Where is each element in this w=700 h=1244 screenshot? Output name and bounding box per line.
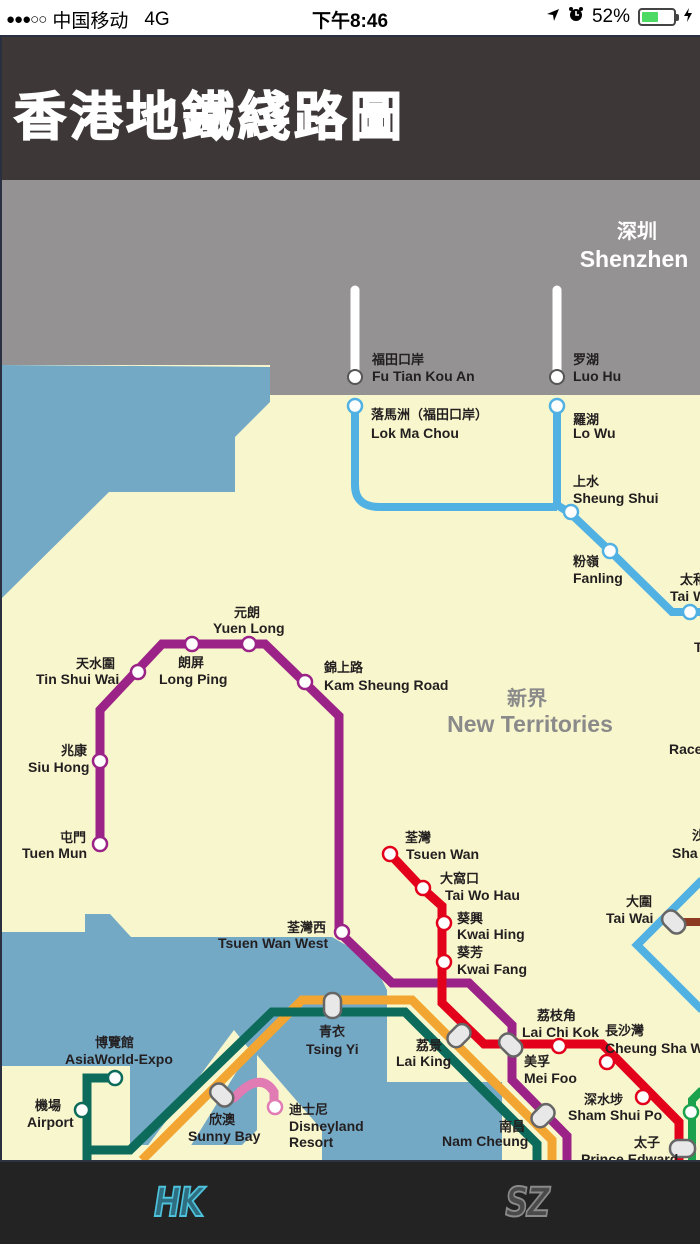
station-label: 錦上路 — [324, 660, 364, 676]
station-label: Disneyland — [289, 1118, 364, 1134]
region-label-nt-en: New Territories — [447, 711, 613, 737]
station-label: Yuen Long — [213, 620, 285, 636]
tab-sz[interactable]: SZ — [505, 1179, 551, 1227]
station-label: 葵興 — [457, 911, 483, 927]
station-label: 罗湖 — [573, 353, 599, 368]
station-label: Siu Hong — [28, 759, 89, 775]
tab-hk[interactable]: HK — [153, 1179, 205, 1227]
station-label: Lai King — [396, 1053, 451, 1069]
station-label: 美孚 — [524, 1054, 550, 1070]
station-label: 荃灣 — [405, 830, 431, 846]
station-label: T — [694, 639, 700, 655]
region-label-nt-cn: 新界 — [507, 686, 547, 710]
station-label: Long Ping — [159, 671, 227, 687]
shenzhen-area — [2, 180, 700, 395]
map-canvas[interactable]: 深圳 Shenzhen 新界 New Territories 福田口岸 Fu T… — [2, 180, 700, 1160]
tab-bar: HK SZ — [0, 1160, 700, 1244]
station-label: Tai Wo Hau — [445, 887, 520, 903]
station-label: 迪士尼 — [289, 1102, 328, 1118]
station-label: 荔景 — [415, 1038, 442, 1054]
battery-percent: 52% — [591, 6, 630, 27]
station-label: 大窩口 — [440, 871, 479, 887]
station-label: 南昌 — [499, 1119, 525, 1135]
station-label: Sunny Bay — [188, 1128, 261, 1144]
station-label: Lo Wu — [573, 425, 616, 441]
station-label: 深水埗 — [584, 1092, 623, 1108]
station-label: Sham Shui Po — [568, 1107, 662, 1123]
location-arrow-icon — [546, 6, 560, 28]
status-bar: ●●●○○ 中国移动 4G 下午8:46 52% — [0, 0, 700, 35]
station-label: Tai Wo — [670, 588, 700, 604]
page-title: 香港地鐵綫路圖 — [13, 87, 407, 149]
mtr-map[interactable]: 深圳 Shenzhen 新界 New Territories 福田口岸 Fu T… — [0, 180, 700, 1160]
station-label: Airport — [27, 1114, 74, 1130]
station-label: 欣澳 — [209, 1112, 236, 1128]
network-type: 4G — [144, 8, 170, 30]
station-label: Resort — [289, 1134, 334, 1150]
station-label: 荔枝角 — [536, 1008, 576, 1024]
deep-bay-water — [2, 365, 270, 598]
station-label: 博覽館 — [95, 1035, 134, 1051]
station-label: Tsing Yi — [306, 1041, 359, 1057]
station-label: 落馬洲（福田口岸） — [371, 407, 488, 423]
station-label: Tin Shui Wai — [36, 671, 119, 687]
charging-icon — [684, 6, 692, 28]
station-label: 粉嶺 — [573, 554, 599, 570]
station-label: 葵芳 — [457, 945, 483, 961]
signal-strength-icon: ●●●○○ — [6, 11, 47, 28]
station-label: 太子 — [633, 1135, 660, 1151]
alarm-clock-icon — [568, 6, 584, 28]
station-label: 兆康 — [61, 743, 88, 759]
station-label: AsiaWorld-Expo — [65, 1051, 173, 1067]
west-rail-line — [95, 639, 572, 1160]
station-label: Sheung Shui — [573, 490, 659, 506]
region-label-shenzhen-cn: 深圳 — [617, 219, 657, 243]
station-label: Fanling — [573, 570, 623, 586]
station-label: 青衣 — [319, 1024, 345, 1040]
station-label: 羅湖 — [573, 413, 599, 428]
battery-icon — [638, 8, 679, 26]
station-label: Tsuen Wan West — [218, 935, 329, 951]
station-label: 沙 — [692, 829, 700, 844]
station-label: Sha — [672, 845, 698, 861]
station-label: 長沙灣 — [605, 1023, 644, 1039]
station-label: Tsuen Wan — [406, 846, 479, 862]
station-label: 屯門 — [60, 830, 86, 846]
airport-express-line — [138, 995, 557, 1160]
disneyland-line — [229, 1078, 279, 1113]
lantau-land — [2, 1066, 130, 1160]
station-label: 荃灣西 — [287, 920, 326, 936]
station-label: Cheung Sha W — [605, 1040, 700, 1056]
east-rail-line — [351, 406, 700, 616]
app-header: 香港地鐵綫路圖 — [0, 35, 700, 180]
station-fu-tian — [347, 369, 363, 385]
station-label: 上水 — [573, 474, 600, 490]
station-label: Race — [669, 741, 700, 757]
station-luo-hu — [549, 369, 565, 385]
station-label: 元朗 — [234, 605, 260, 621]
station-label: Fu Tian Kou An — [372, 368, 475, 384]
station-label: 太和 — [679, 572, 700, 588]
station-label: 朗屏 — [178, 655, 204, 671]
station-label: Tuen Mun — [22, 845, 87, 861]
station-label: Mei Foo — [524, 1070, 577, 1086]
station-label: 機場 — [35, 1098, 61, 1114]
station-label: Kwai Hing — [457, 926, 525, 942]
station-label: Kam Sheung Road — [324, 677, 448, 693]
clock: 下午8:46 — [311, 11, 389, 32]
station-label: Tai Wai — [606, 910, 653, 926]
station-label: Prince Edward — [581, 1151, 678, 1160]
station-label: Lai Chi Kok — [522, 1024, 599, 1040]
carrier-name: 中国移动 — [52, 11, 129, 32]
station-label: Luo Hu — [573, 368, 621, 384]
station-label: 天水圍 — [76, 656, 115, 672]
station-label: Nam Cheung — [442, 1133, 528, 1149]
region-label-shenzhen-en: Shenzhen — [580, 246, 689, 272]
station-label: Kwai Fang — [457, 961, 527, 977]
station-label: 福田口岸 — [371, 352, 424, 368]
station-label: Lok Ma Chou — [371, 425, 459, 441]
station-label: 大圍 — [626, 894, 652, 910]
